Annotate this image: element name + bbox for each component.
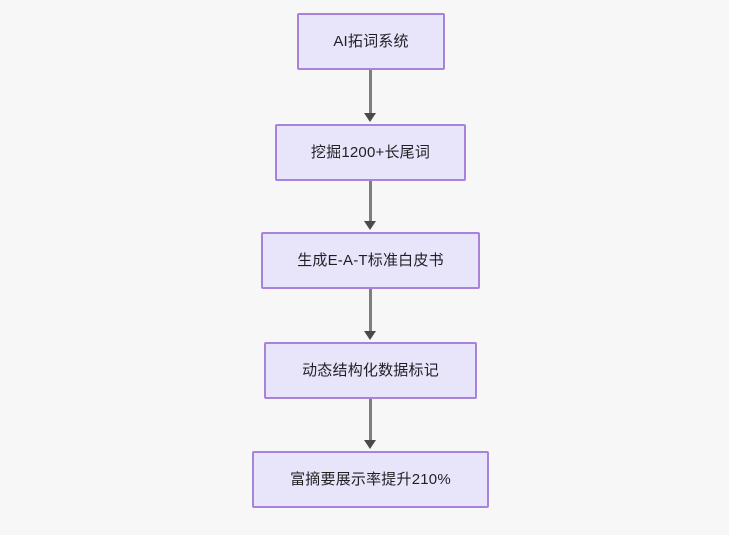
flow-connector-2 bbox=[369, 289, 372, 334]
flow-node-dynamic-structured-data-markup[interactable]: 动态结构化数据标记 bbox=[264, 342, 477, 399]
flow-node-generate-eat-whitepaper[interactable]: 生成E-A-T标准白皮书 bbox=[261, 232, 480, 289]
flow-connector-1 bbox=[369, 181, 372, 224]
flow-node-mine-longtail-keywords[interactable]: 挖掘1200+长尾词 bbox=[275, 124, 466, 181]
flow-arrowhead-1 bbox=[364, 221, 376, 230]
flow-arrowhead-2 bbox=[364, 331, 376, 340]
flow-node-label: 生成E-A-T标准白皮书 bbox=[297, 252, 444, 269]
flow-node-label: 富摘要展示率提升210% bbox=[290, 471, 451, 488]
flow-arrowhead-3 bbox=[364, 440, 376, 449]
flow-connector-3 bbox=[369, 399, 372, 443]
flow-node-label: 挖掘1200+长尾词 bbox=[310, 144, 431, 161]
flow-node-label: AI拓词系统 bbox=[333, 33, 409, 50]
flow-node-rich-snippet-impression-lift[interactable]: 富摘要展示率提升210% bbox=[252, 451, 489, 508]
flow-node-label: 动态结构化数据标记 bbox=[302, 362, 439, 379]
flow-arrowhead-0 bbox=[364, 113, 376, 122]
flow-connector-0 bbox=[369, 70, 372, 116]
flow-node-ai-keyword-system[interactable]: AI拓词系统 bbox=[297, 13, 445, 70]
